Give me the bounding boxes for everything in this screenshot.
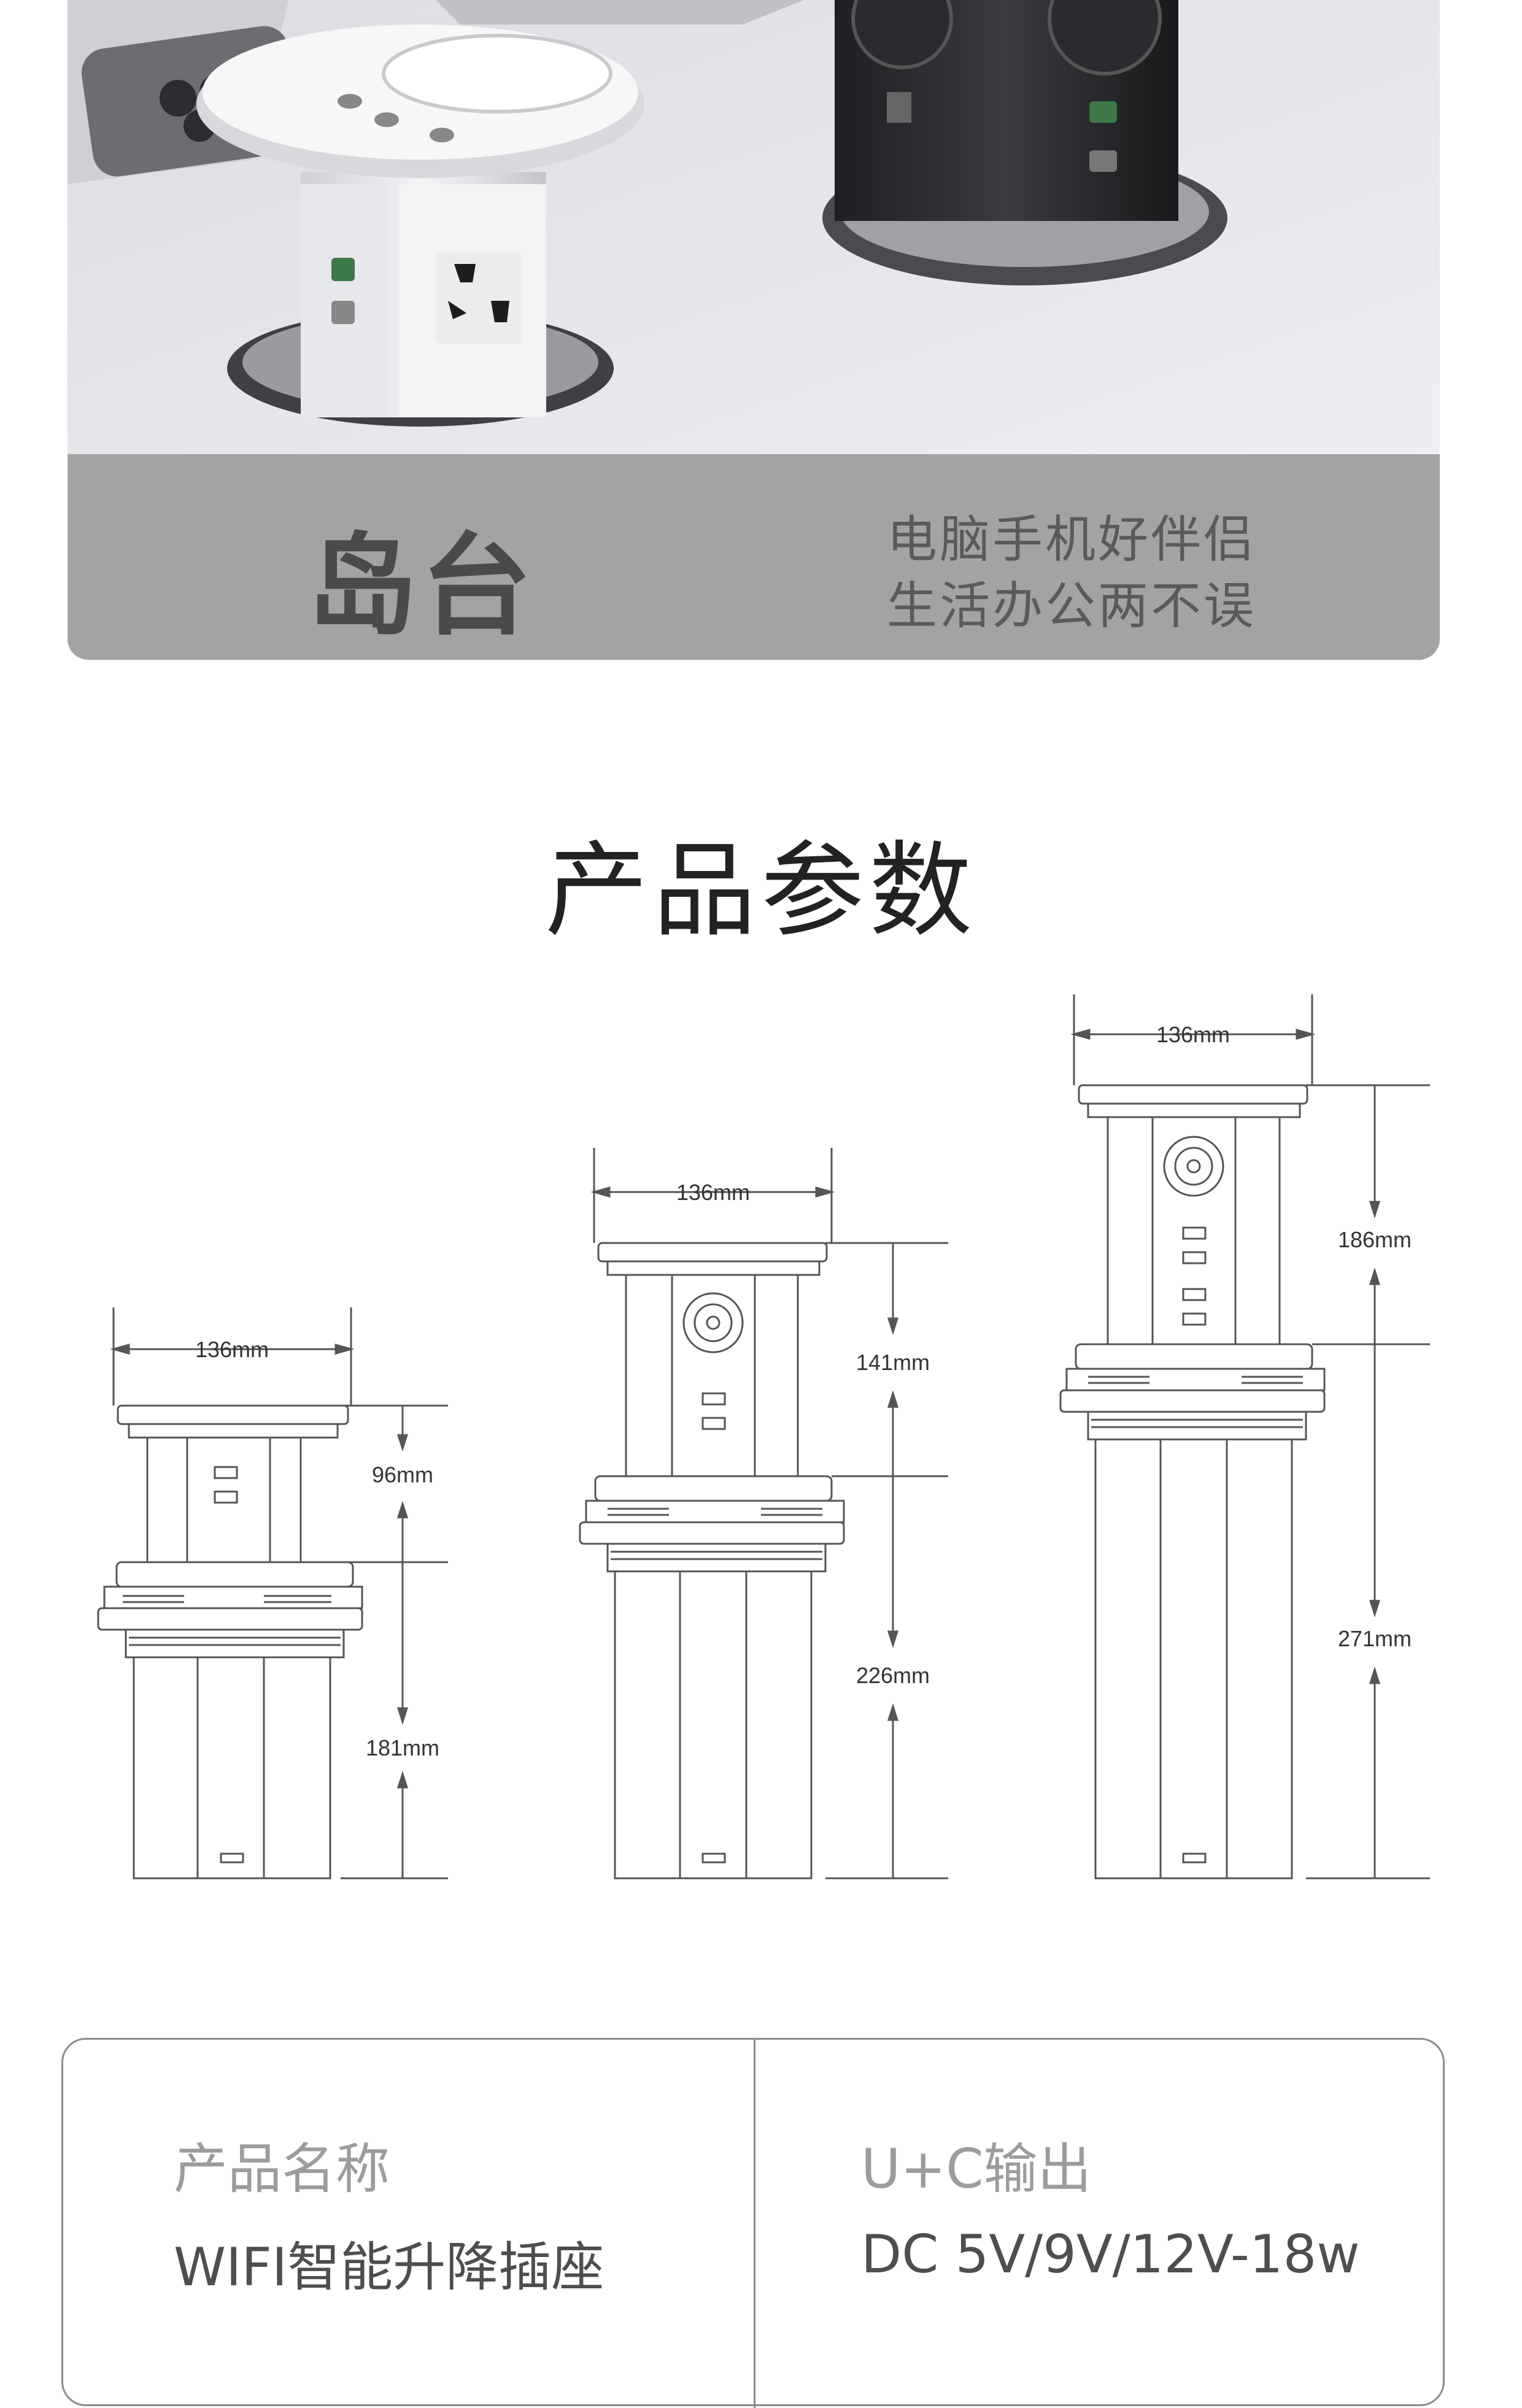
unit-small [97,1307,448,1880]
spec-value-output: DC 5V/9V/12V-18w [861,2224,1360,2285]
spec-table: 产品名称 WIFI智能升降插座 U+C输出 DC 5V/9V/12V-18w [61,2038,1445,2408]
hero-product-photo [68,0,1440,467]
small-upper-label: 96mm [372,1462,433,1487]
section-title: 产品参数 [545,830,977,951]
large-width-label: 136mm [1156,1022,1230,1047]
hero-banner: 岛台 电脑手机好伴侣 生活办公两不误 [68,0,1440,660]
unit-medium [579,1148,948,1880]
medium-lower-label: 226mm [856,1663,930,1688]
small-lower-label: 181mm [366,1735,439,1760]
unit-large [1059,994,1430,1880]
spec-label-name: 产品名称 [174,2137,390,2201]
hero-tagline-1: 电脑手机好伴侣 [887,511,1257,569]
medium-width-label: 136mm [676,1180,750,1205]
spec-divider [754,2040,755,2408]
small-width-label: 136mm [195,1337,269,1362]
large-upper-label: 186mm [1338,1227,1412,1252]
hero-title: 岛台 [307,522,536,651]
dimension-diagram: 136mm 96mm 181mm 136mm 141mm 226mm 136mm… [97,994,1430,1880]
spec-label-output: U+C输出 [861,2137,1092,2201]
hero-tagline-2: 生活办公两不误 [887,577,1257,635]
medium-upper-label: 141mm [856,1350,930,1375]
spec-value-name: WIFI智能升降插座 [174,2237,605,2298]
large-lower-label: 271mm [1338,1626,1412,1651]
hero-caption-band: 岛台 电脑手机好伴侣 生活办公两不误 [68,454,1440,660]
